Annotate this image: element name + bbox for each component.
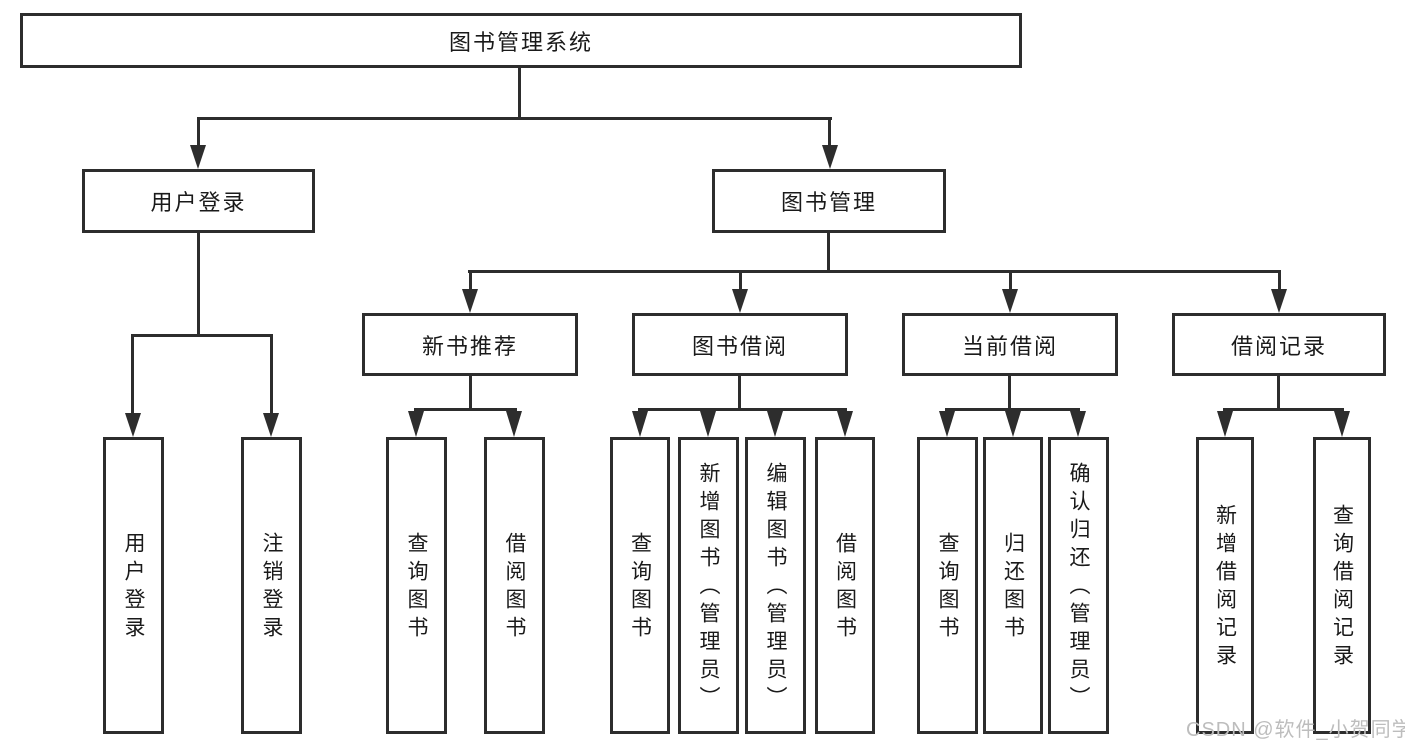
connector-line xyxy=(738,376,741,410)
connector-line xyxy=(469,270,472,292)
arrow-down-icon xyxy=(732,289,748,313)
connector-line xyxy=(270,334,273,414)
connector-line xyxy=(518,68,521,118)
node-borrow-borrow-books: 借阅图书 xyxy=(815,437,875,734)
arrow-down-icon xyxy=(632,411,648,437)
arrow-down-icon xyxy=(1334,411,1350,437)
connector-line xyxy=(827,233,830,272)
connector-line xyxy=(131,334,273,337)
connector-line xyxy=(1277,376,1280,410)
node-recommend-query-books: 查询图书 xyxy=(386,437,447,734)
connector-line xyxy=(1008,376,1011,410)
arrow-down-icon xyxy=(506,411,522,437)
connector-line xyxy=(469,376,472,410)
node-book-borrow: 图书借阅 xyxy=(632,313,848,376)
node-current-confirm-return: 确认归还（管理员） xyxy=(1048,437,1109,734)
connector-line xyxy=(197,117,200,147)
node-borrow-edit-books: 编辑图书（管理员） xyxy=(745,437,806,734)
node-root: 图书管理系统 xyxy=(20,13,1022,68)
arrow-down-icon xyxy=(125,413,141,437)
node-book-management: 图书管理 xyxy=(712,169,946,233)
arrow-down-icon xyxy=(767,411,783,437)
watermark: CSDN @软件_小贺同学 xyxy=(1186,719,1405,741)
arrow-down-icon xyxy=(263,413,279,437)
node-user-login: 用户登录 xyxy=(82,169,315,233)
arrow-down-icon xyxy=(1217,411,1233,437)
node-borrow-records: 借阅记录 xyxy=(1172,313,1386,376)
node-borrow-query-books: 查询图书 xyxy=(610,437,670,734)
node-current-query-books: 查询图书 xyxy=(917,437,978,734)
node-recommend-borrow-books: 借阅图书 xyxy=(484,437,545,734)
connector-line xyxy=(197,117,832,120)
connector-line xyxy=(468,270,1281,273)
node-borrow-add-books: 新增图书（管理员） xyxy=(678,437,739,734)
arrow-down-icon xyxy=(190,145,206,169)
arrow-down-icon xyxy=(822,145,838,169)
arrow-down-icon xyxy=(700,411,716,437)
connector-line xyxy=(1223,408,1344,411)
node-logout: 注销登录 xyxy=(241,437,302,734)
arrow-down-icon xyxy=(939,411,955,437)
arrow-down-icon xyxy=(408,411,424,437)
connector-line xyxy=(739,270,742,292)
arrow-down-icon xyxy=(837,411,853,437)
arrow-down-icon xyxy=(1271,289,1287,313)
connector-line xyxy=(945,408,1080,411)
node-current-borrow: 当前借阅 xyxy=(902,313,1118,376)
node-login: 用户登录 xyxy=(103,437,164,734)
node-records-add-record: 新增借阅记录 xyxy=(1196,437,1254,734)
connector-line xyxy=(1278,270,1281,292)
node-new-book-recommend: 新书推荐 xyxy=(362,313,578,376)
node-current-return-books: 归还图书 xyxy=(983,437,1043,734)
connector-line xyxy=(828,117,831,147)
connector-line xyxy=(131,334,134,414)
arrow-down-icon xyxy=(1005,411,1021,437)
connector-line xyxy=(1009,270,1012,292)
arrow-down-icon xyxy=(462,289,478,313)
connector-line xyxy=(638,408,847,411)
arrow-down-icon xyxy=(1002,289,1018,313)
connector-line xyxy=(197,233,200,337)
arrow-down-icon xyxy=(1070,411,1086,437)
connector-line xyxy=(414,408,517,411)
node-records-query-record: 查询借阅记录 xyxy=(1313,437,1371,734)
